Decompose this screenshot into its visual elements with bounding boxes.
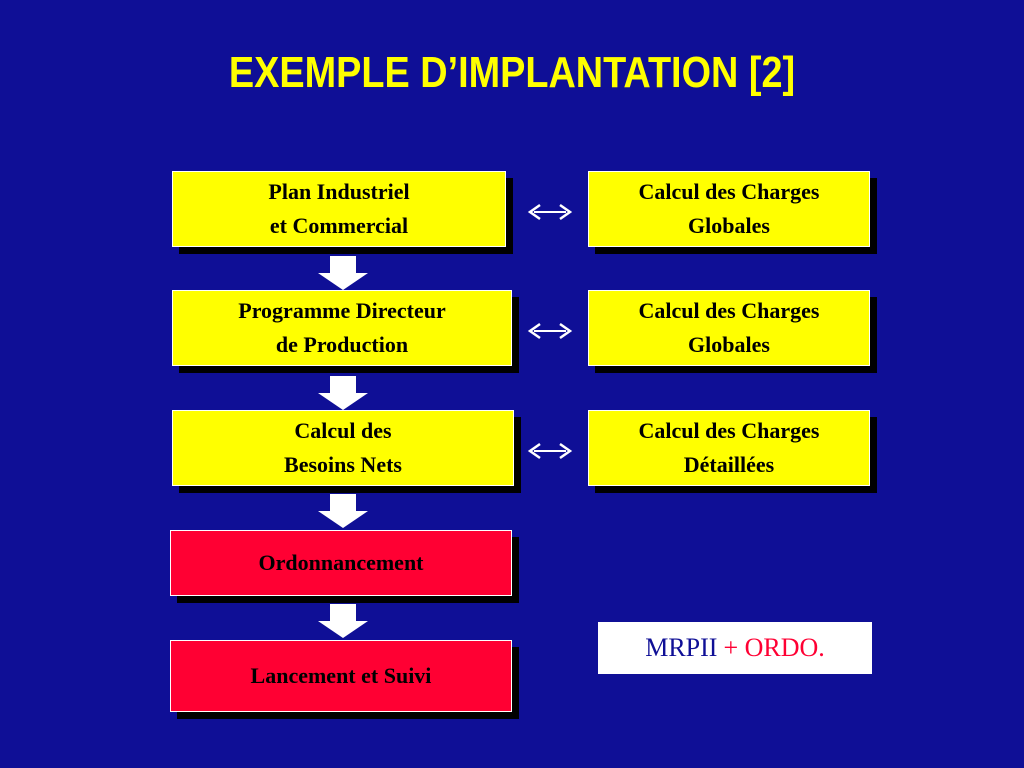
flow-box-lancement: Lancement et Suivi (170, 640, 512, 712)
charges-box-line: Globales (688, 332, 770, 357)
down-arrow-icon (318, 494, 368, 528)
charges-box-line: Calcul des Charges (638, 418, 820, 443)
flow-box-line: Ordonnancement (258, 550, 424, 575)
flow-box-line: Programme Directeur (238, 298, 446, 323)
flow-box-line: Besoins Nets (284, 452, 402, 477)
charges-box-line: Calcul des Charges (638, 179, 820, 204)
slide-title: EXEMPLE D’IMPLANTATION [2] (228, 48, 796, 97)
double-arrow-icon (527, 442, 573, 460)
flow-box-cbn: Calcul des Besoins Nets (172, 410, 514, 486)
flow-box-line: Plan Industriel (268, 179, 410, 204)
flow-box-line: Lancement et Suivi (250, 663, 432, 688)
down-arrow-icon (318, 256, 368, 290)
flow-box-line: et Commercial (269, 213, 409, 238)
flow-box-pdp: Programme Directeur de Production (172, 290, 512, 366)
down-arrow-icon (318, 376, 368, 410)
charges-box-2: Calcul des Charges Globales (588, 290, 870, 366)
mrp-label-part1: MRPII (645, 633, 718, 662)
charges-box-line: Calcul des Charges (638, 298, 820, 323)
double-arrow-icon (527, 322, 573, 340)
mrp-ordo-label: MRPII + ORDO. (598, 622, 872, 674)
charges-box-line: Globales (688, 213, 770, 238)
flow-box-pic: Plan Industriel et Commercial (172, 171, 506, 247)
flow-box-line: de Production (275, 332, 409, 357)
double-arrow-icon (527, 203, 573, 221)
charges-box-3: Calcul des Charges Détaillées (588, 410, 870, 486)
flow-box-line: Calcul des (294, 418, 392, 443)
mrp-label-part2: + ORDO. (723, 633, 825, 662)
flow-box-ordonnancement: Ordonnancement (170, 530, 512, 596)
charges-box-line: Détaillées (683, 452, 775, 477)
charges-box-1: Calcul des Charges Globales (588, 171, 870, 247)
down-arrow-icon (318, 604, 368, 638)
